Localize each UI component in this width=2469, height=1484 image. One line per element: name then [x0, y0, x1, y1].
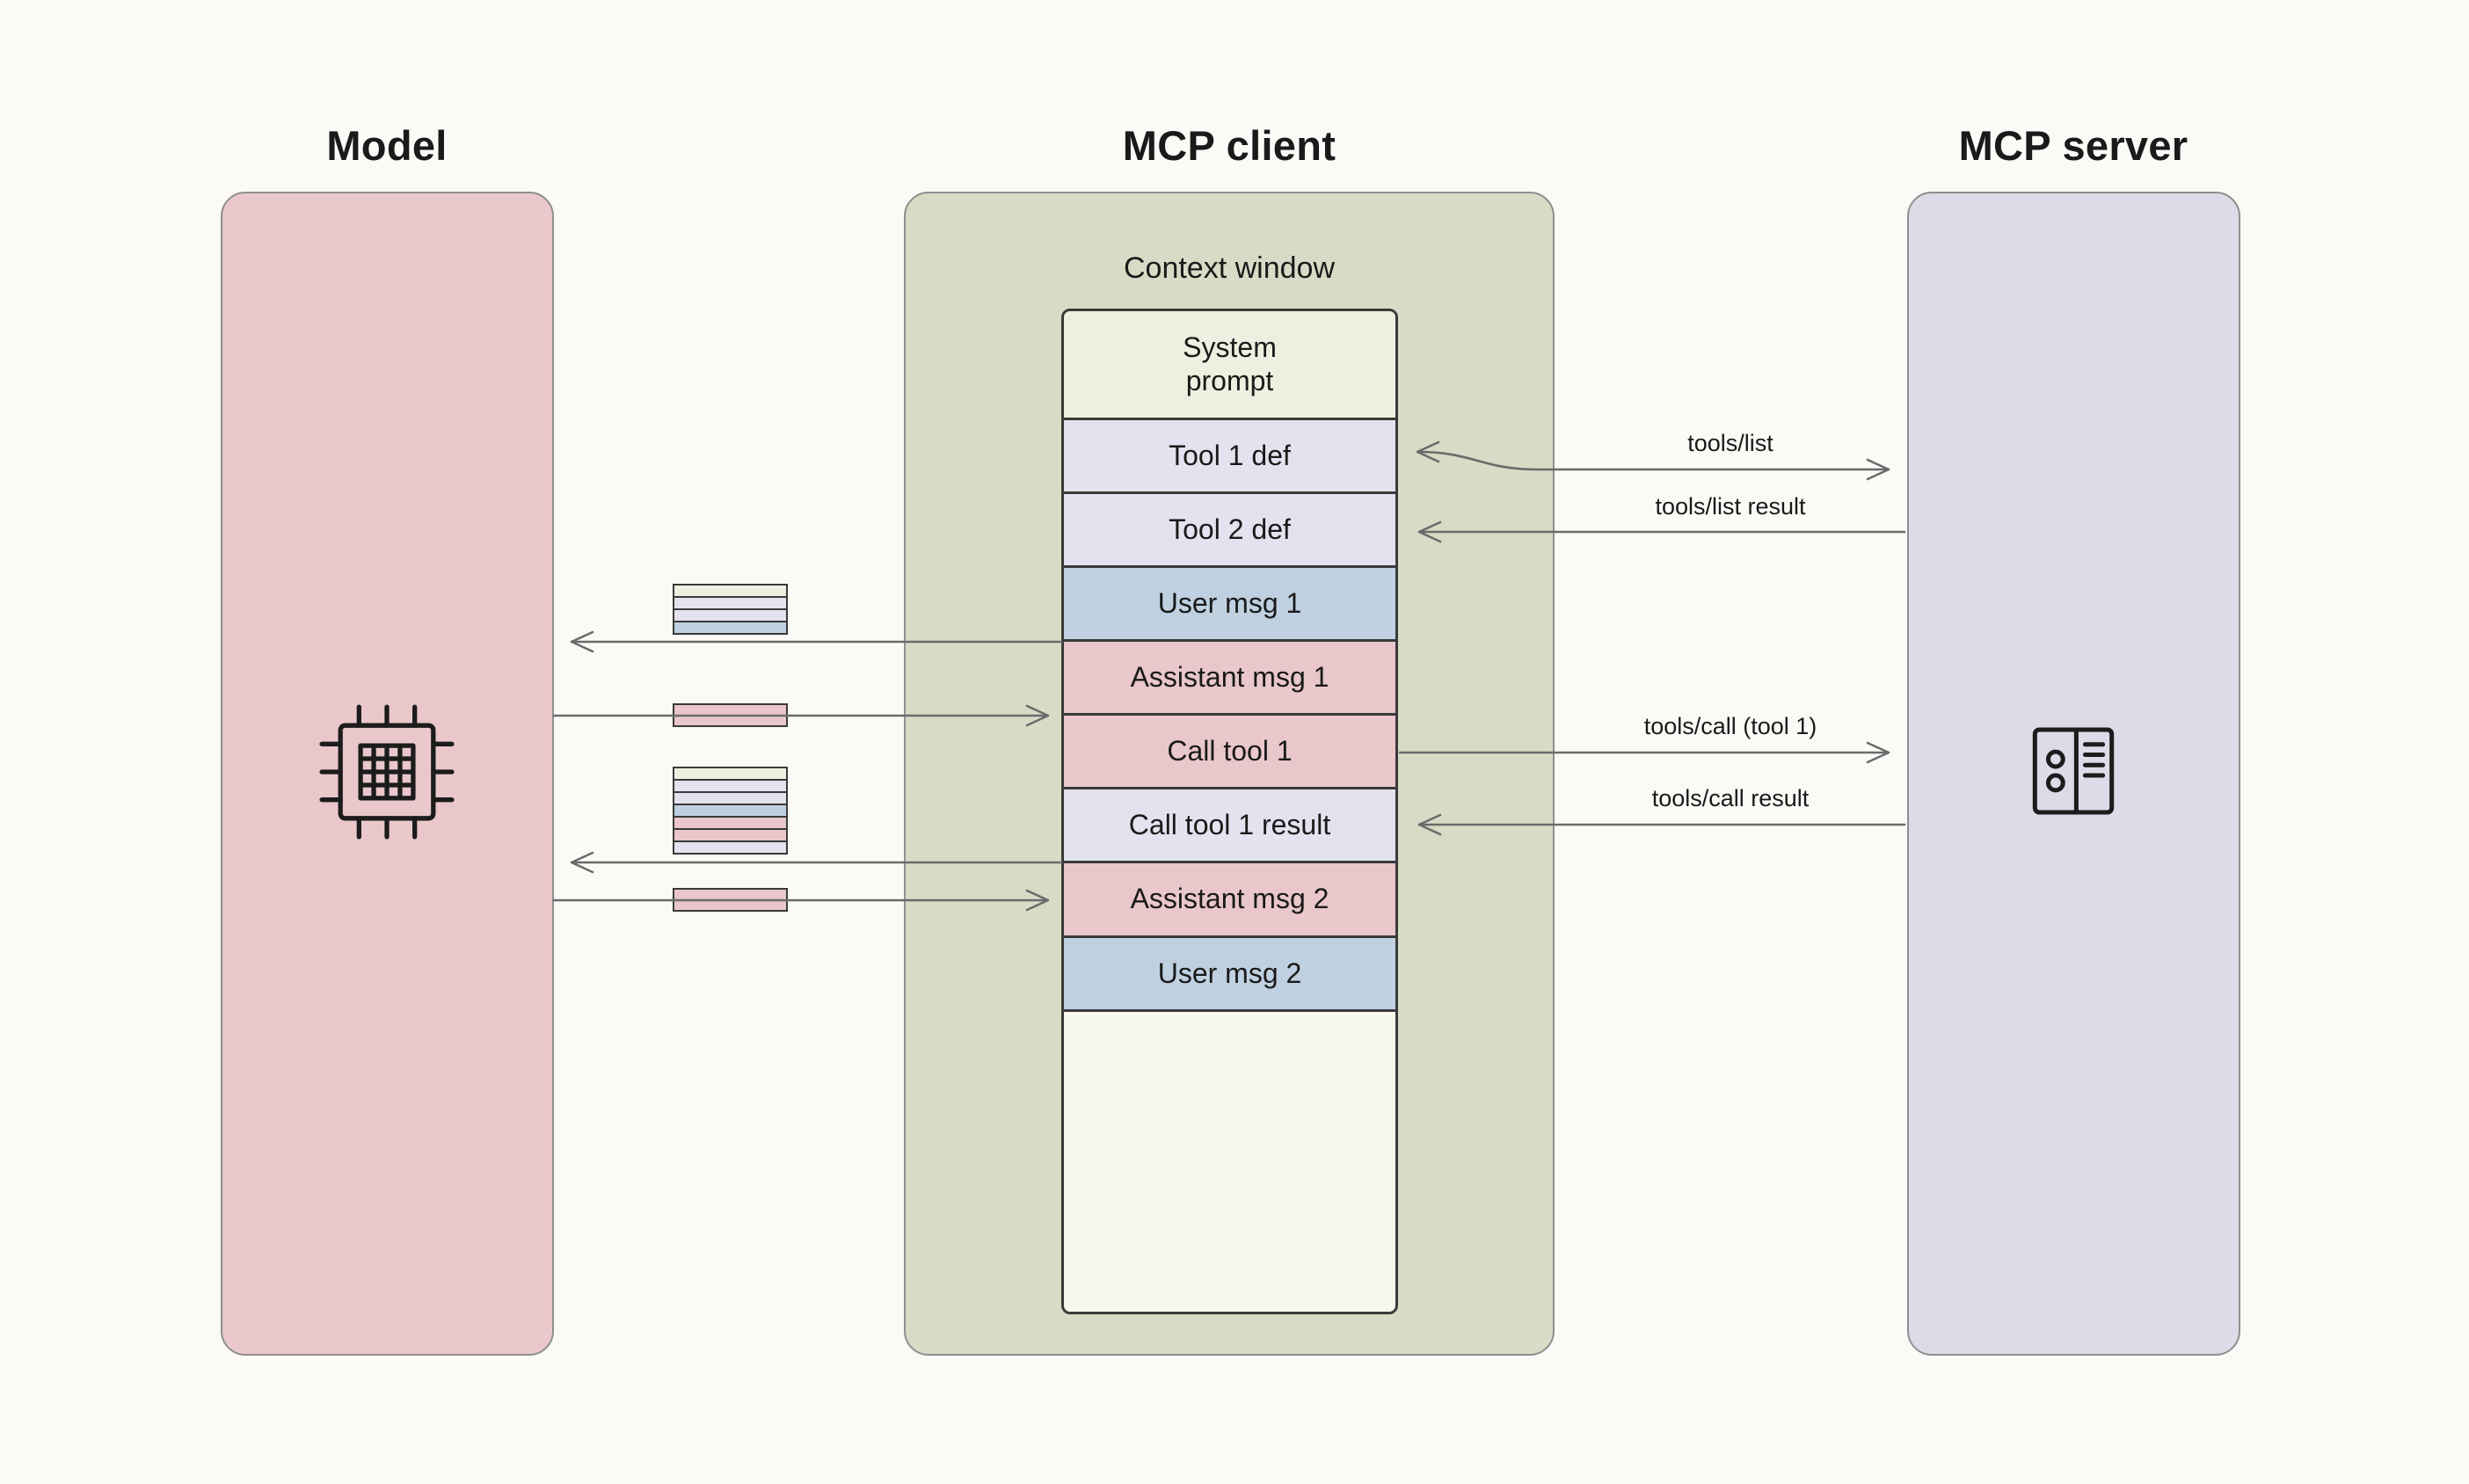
- server-title: MCP server: [1958, 122, 2189, 169]
- model-title: Model: [326, 122, 448, 169]
- context-window-label: Context window: [1123, 251, 1336, 285]
- server-icon: [1999, 697, 2147, 845]
- cpu-chip-icon: [310, 695, 464, 849]
- context-row-label: User msg 1: [1157, 586, 1302, 619]
- label-tools-list: tools/list: [1687, 430, 1773, 456]
- token-stripe: [673, 621, 788, 635]
- context-row-assistant-msg-2: Assistant msg 2: [1064, 863, 1395, 938]
- token-stripe-from-model-1: [673, 703, 788, 727]
- label-tools-list-result: tools/list result: [1655, 493, 1806, 520]
- server-panel: [1907, 192, 2240, 1356]
- context-row-label: Tool 1 def: [1169, 439, 1291, 471]
- client-title: MCP client: [1122, 122, 1336, 169]
- context-row-label: Call tool 1: [1167, 734, 1293, 767]
- context-row-user-msg-2: User msg 2: [1064, 938, 1395, 1012]
- token-stripe: [673, 888, 788, 912]
- context-row-assistant-msg-1: Assistant msg 1: [1064, 642, 1395, 716]
- context-row-call-tool-1: Call tool 1: [1064, 716, 1395, 789]
- label-tools-call-result: tools/call result: [1651, 785, 1810, 811]
- token-stripe: [673, 703, 788, 727]
- label-tools-call: tools/call (tool 1): [1643, 713, 1817, 739]
- context-row-user-msg-1: User msg 1: [1064, 568, 1395, 642]
- context-row-system-prompt: System prompt: [1064, 311, 1395, 420]
- context-row-tool-2-def: Tool 2 def: [1064, 494, 1395, 568]
- context-row-label: Assistant msg 1: [1130, 660, 1329, 693]
- context-row-label: Assistant msg 2: [1130, 883, 1329, 915]
- context-row-label: System prompt: [1183, 331, 1277, 396]
- context-row-tool-1-def: Tool 1 def: [1064, 420, 1395, 494]
- context-row-label: Call tool 1 result: [1128, 808, 1331, 840]
- context-row-call-tool-1-result: Call tool 1 result: [1064, 789, 1395, 863]
- token-stripe-from-model-2: [673, 888, 788, 912]
- token-stack-to-model-1: [673, 584, 788, 635]
- token-stripe: [673, 840, 788, 855]
- token-stack-to-model-2: [673, 767, 788, 855]
- context-row-label: User msg 2: [1157, 957, 1302, 989]
- context-row-label: Tool 2 def: [1169, 513, 1291, 545]
